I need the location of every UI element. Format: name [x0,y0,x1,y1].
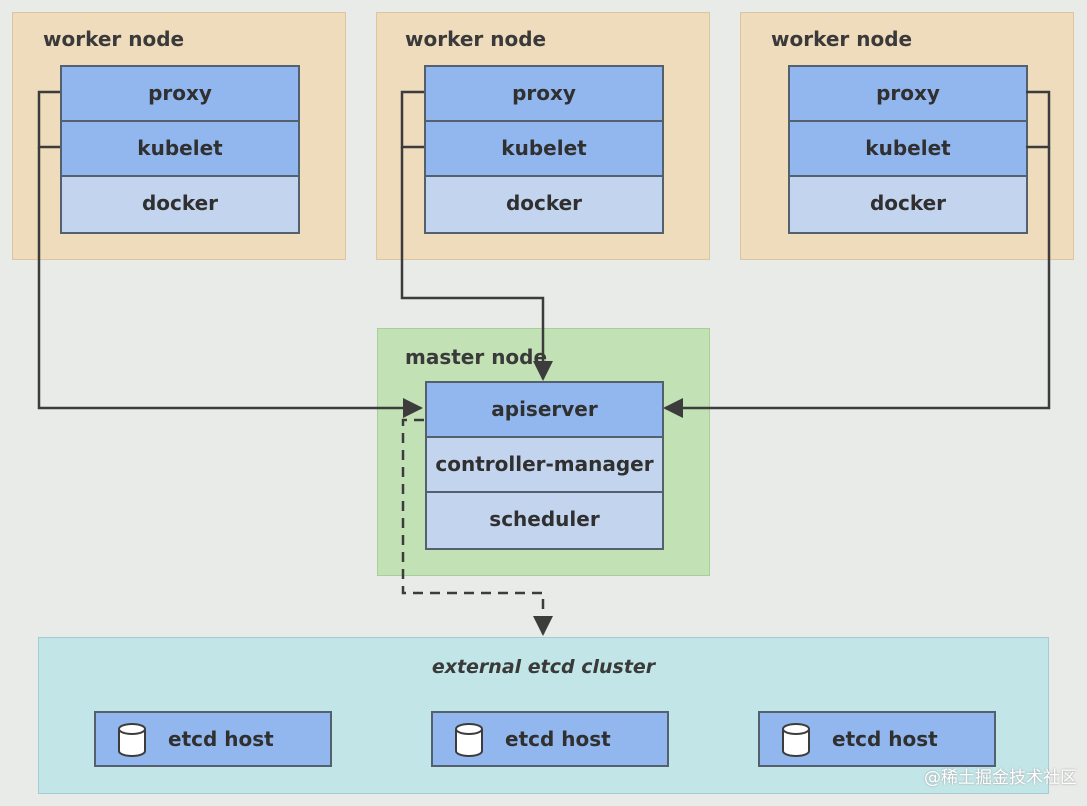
database-icon [782,723,810,757]
kubelet-component: kubelet [790,122,1026,177]
worker3-bracket [1026,90,1051,149]
master-node-title: master node [405,345,548,369]
etcd-cluster: external etcd cluster etcd host etcd hos… [38,637,1049,794]
worker1-to-apiserver-arrow [37,90,60,149]
etcd-cluster-title: external etcd cluster [431,656,656,678]
etcd-host-label: etcd host [505,727,611,751]
etcd-host-2: etcd host [431,711,669,767]
watermark-text: @稀土掘金技术社区 [924,768,1077,788]
database-icon [455,723,483,757]
worker-node-2: worker node proxy kubelet docker [376,12,710,260]
kubelet-component: kubelet [426,122,662,177]
kubelet-component: kubelet [62,122,298,177]
docker-component: docker [426,177,662,232]
docker-component: docker [62,177,298,232]
etcd-host-label: etcd host [168,727,274,751]
database-icon [118,723,146,757]
apiserver-component: apiserver [427,383,662,438]
worker3-to-apiserver-arrow [663,147,1051,418]
worker-node-title: worker node [771,27,913,51]
worker-component-stack: proxy kubelet docker [60,65,300,234]
worker-node-1: worker node proxy kubelet docker [12,12,346,260]
master-component-stack: apiserver controller-manager scheduler [425,381,664,550]
apiserver-to-etcd-arrow [401,418,553,636]
docker-component: docker [790,177,1026,232]
etcd-host-label: etcd host [832,727,938,751]
etcd-host-3: etcd host [758,711,996,767]
proxy-component: proxy [62,67,298,122]
worker-node-3: worker node proxy kubelet docker [740,12,1074,260]
controller-manager-component: controller-manager [427,438,662,493]
scheduler-component: scheduler [427,493,662,548]
worker2-bracket [400,90,424,149]
etcd-host-1: etcd host [94,711,332,767]
worker1-to-apiserver-line [37,147,423,418]
worker2-to-apiserver-arrow [400,147,553,381]
worker-node-title: worker node [405,27,547,51]
proxy-component: proxy [790,67,1026,122]
worker-node-title: worker node [43,27,185,51]
worker-component-stack: proxy kubelet docker [424,65,664,234]
proxy-component: proxy [426,67,662,122]
worker-component-stack: proxy kubelet docker [788,65,1028,234]
